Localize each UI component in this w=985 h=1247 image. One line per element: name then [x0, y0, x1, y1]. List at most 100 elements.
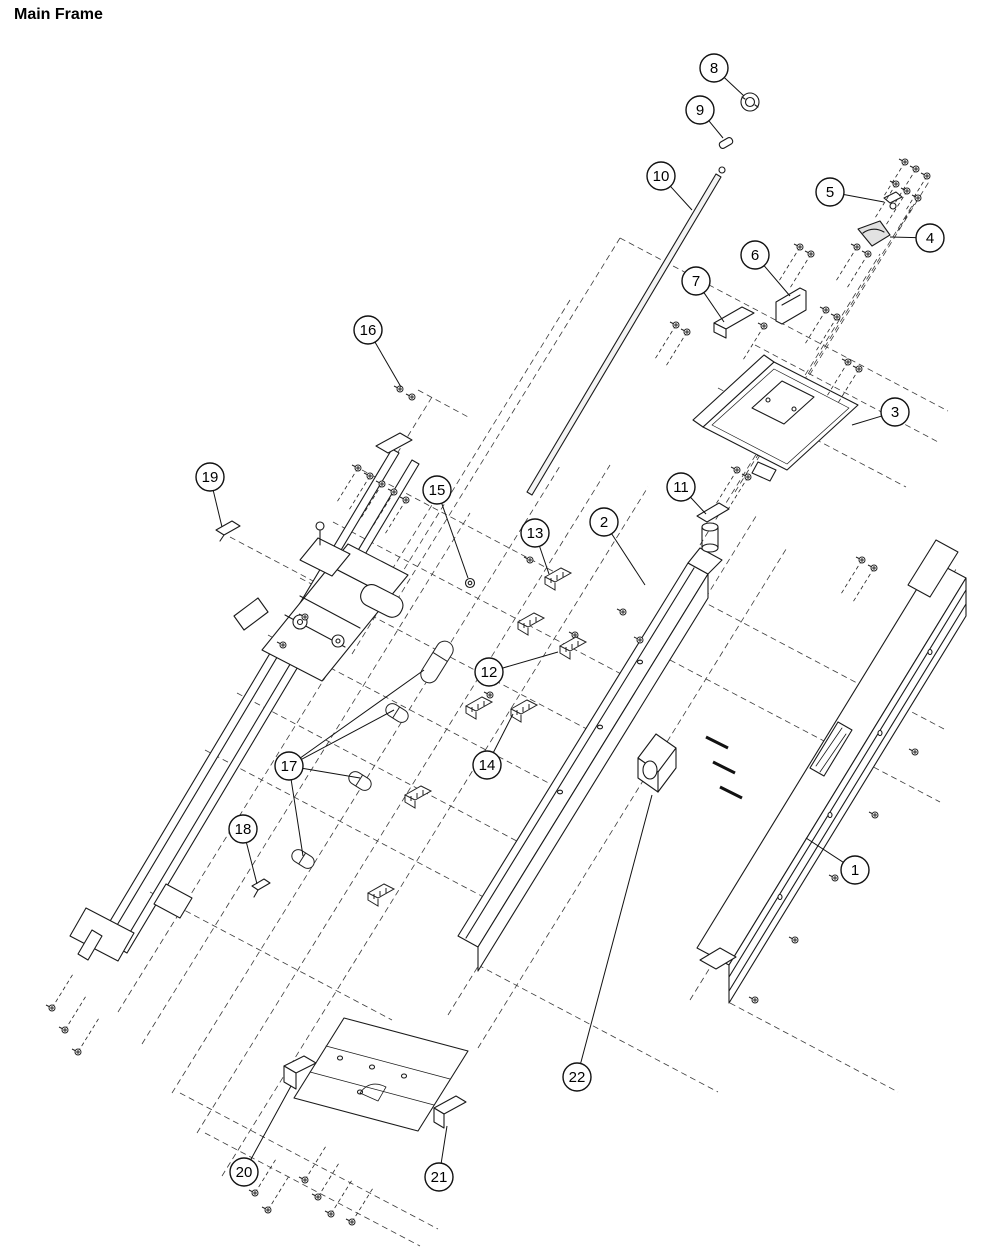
part-front-main-rail-shape [728, 589, 967, 992]
screw-icon-shape [304, 1145, 327, 1181]
belt-clamp [509, 699, 539, 723]
part-middle-rail-shape [687, 547, 723, 575]
screw-icon [45, 973, 74, 1012]
belt-clamp-shape [510, 709, 522, 723]
callout-leader-line [301, 709, 395, 760]
callout-leader-line [580, 794, 653, 1064]
screw-icon [71, 1017, 100, 1056]
alignment-line [171, 465, 561, 1094]
part-shaft-cap-shape [883, 191, 903, 204]
callout-number: 11 [673, 479, 689, 496]
screw-icon [894, 165, 920, 204]
callout-leader-line [851, 415, 882, 426]
screw-icon [393, 385, 404, 393]
screw-icon [883, 158, 909, 197]
callout-balloon [229, 1157, 259, 1187]
callout-number: 2 [600, 514, 608, 531]
part-belt-holder-shape [862, 228, 885, 234]
belt-clamp-shape [509, 699, 539, 715]
belt-clamp-shape [410, 790, 424, 801]
screw-icon [298, 1145, 327, 1184]
part-drive-bracket-assembly-shape [751, 461, 777, 482]
callout-17: 17 [274, 669, 425, 857]
callout-number: 12 [481, 664, 498, 681]
part-belt-tensioner-shape [696, 502, 730, 523]
roller-icon-shape [392, 706, 401, 719]
roller-icon-shape [348, 771, 372, 791]
callout-number: 17 [281, 758, 298, 775]
screw-icon [846, 250, 872, 289]
belt-clamp-shape [543, 567, 573, 583]
screw-icon [311, 1162, 340, 1201]
callout-leader-line [290, 779, 304, 857]
part-belt-holder-shape [857, 220, 891, 247]
callout-leader-line [843, 194, 885, 203]
callout-balloon [195, 462, 225, 492]
part-drive-bracket-assembly-shape [775, 287, 807, 325]
roller-icon-shape [432, 651, 448, 662]
part-carriage-assembly-shape [233, 597, 269, 631]
roller-icon [385, 703, 409, 723]
alignment-line [729, 1002, 899, 1093]
screw-icon [726, 473, 752, 512]
callout-5: 5 [815, 177, 885, 207]
callout-balloon [699, 53, 729, 83]
callout-number: 4 [926, 230, 934, 247]
part-front-main-rail-shape [728, 577, 967, 1004]
screw-icon [828, 874, 839, 882]
alignment-line [141, 512, 471, 1045]
callout-4: 4 [889, 223, 945, 253]
part-washer-shape [467, 580, 473, 586]
callout-balloon [589, 507, 619, 537]
alignment-line [179, 1092, 439, 1230]
callout-number: 22 [569, 1069, 586, 1086]
screw-icon [336, 464, 362, 503]
callout-number: 15 [429, 482, 446, 499]
callout-16: 16 [353, 315, 402, 388]
screw-icon [868, 811, 879, 819]
callout-leader-line [502, 651, 559, 669]
callout-balloon [666, 472, 696, 502]
belt-clamp-shape [559, 646, 571, 660]
callout-13: 13 [520, 518, 550, 575]
callout-number: 10 [653, 168, 670, 185]
callout-number: 3 [891, 404, 899, 421]
part-middle-rail-shape [556, 789, 564, 795]
alignment-line [477, 545, 789, 1049]
part-belt-holder [857, 220, 891, 247]
screw-icon [345, 1187, 374, 1226]
part-drive-bracket-assembly-shape [751, 380, 815, 425]
part-front-main-rail [696, 539, 967, 1004]
part-shaft-clip-shape [215, 520, 241, 536]
callout-balloon [681, 266, 711, 296]
screw-icon [261, 1175, 290, 1214]
part-washer [464, 577, 476, 589]
screw-icon-shape [896, 197, 919, 233]
screw-icon [523, 556, 534, 564]
callout-20: 20 [229, 1085, 292, 1187]
screw-icon [715, 466, 741, 505]
belt-clamp-shape [366, 883, 396, 899]
exploded-view-diagram-shape [69, 92, 967, 1132]
belt-clamp-shape [373, 888, 387, 899]
screw-icon [654, 321, 680, 360]
callout-balloon [646, 161, 676, 191]
callout-number: 5 [826, 184, 834, 201]
part-front-main-rail-shape [877, 729, 883, 737]
belt-clamp-shape [565, 641, 579, 652]
belt-clamp-shape [516, 612, 546, 628]
roller-icon [291, 849, 315, 869]
screw-icon-shape [883, 161, 906, 197]
part-front-main-rail-shape [815, 727, 847, 773]
belt-clamp-shape [558, 636, 588, 652]
belt-clamp-shape [465, 706, 477, 720]
belt-clamp-shape [471, 701, 485, 712]
belt-clamp-shape [403, 785, 433, 801]
callout-number: 8 [710, 60, 718, 77]
screw-icon [789, 250, 815, 289]
callout-balloon [472, 750, 502, 780]
belt-clamp-shape [464, 696, 494, 712]
callout-number: 18 [235, 821, 252, 838]
callout-balloon [274, 751, 304, 781]
callout-leader-line [300, 669, 425, 759]
